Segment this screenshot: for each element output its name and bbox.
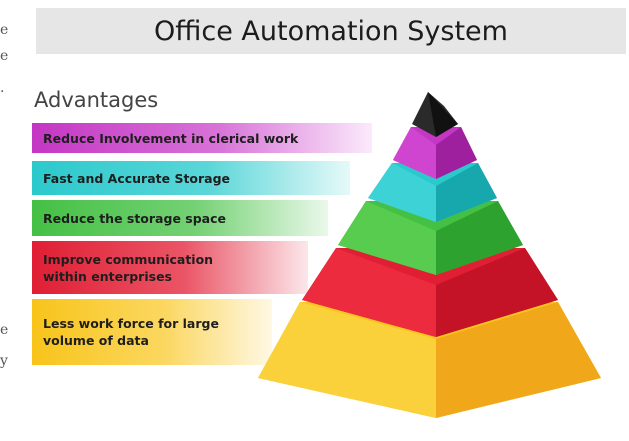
advantage-band-2: Fast and Accurate Storage xyxy=(32,161,350,195)
advantage-label: Reduce the storage space xyxy=(43,210,226,226)
advantage-band-3: Reduce the storage space xyxy=(32,200,328,236)
page-title: Office Automation System xyxy=(154,15,508,47)
title-bar: Office Automation System xyxy=(36,8,626,54)
advantage-label: Reduce Involvement in clerical work xyxy=(43,130,299,146)
section-heading: Advantages xyxy=(34,88,159,112)
pyramid-layer-cyan xyxy=(368,163,497,222)
left-fragment-1: e xyxy=(0,22,9,38)
left-fragment-2: e xyxy=(0,48,9,64)
pyramid-layer-magenta xyxy=(393,127,477,179)
left-fragment-4: e xyxy=(0,322,9,338)
advantage-label: Improve communication within enterprises xyxy=(43,251,214,284)
pyramid-layer-red xyxy=(302,248,558,337)
left-fragment-5: y xyxy=(0,353,8,369)
pyramid-apex xyxy=(412,92,458,137)
advantage-band-4: Improve communication within enterprises xyxy=(32,241,308,294)
pyramid-layer-yellow xyxy=(258,302,601,418)
left-fragment-3: . xyxy=(0,80,5,96)
pyramid-layer-green xyxy=(338,201,523,275)
advantage-band-1: Reduce Involvement in clerical work xyxy=(32,123,372,153)
advantage-band-5: Less work force for large volume of data xyxy=(32,299,272,365)
advantage-label: Less work force for large volume of data xyxy=(43,316,219,348)
advantage-label: Fast and Accurate Storage xyxy=(43,170,231,186)
